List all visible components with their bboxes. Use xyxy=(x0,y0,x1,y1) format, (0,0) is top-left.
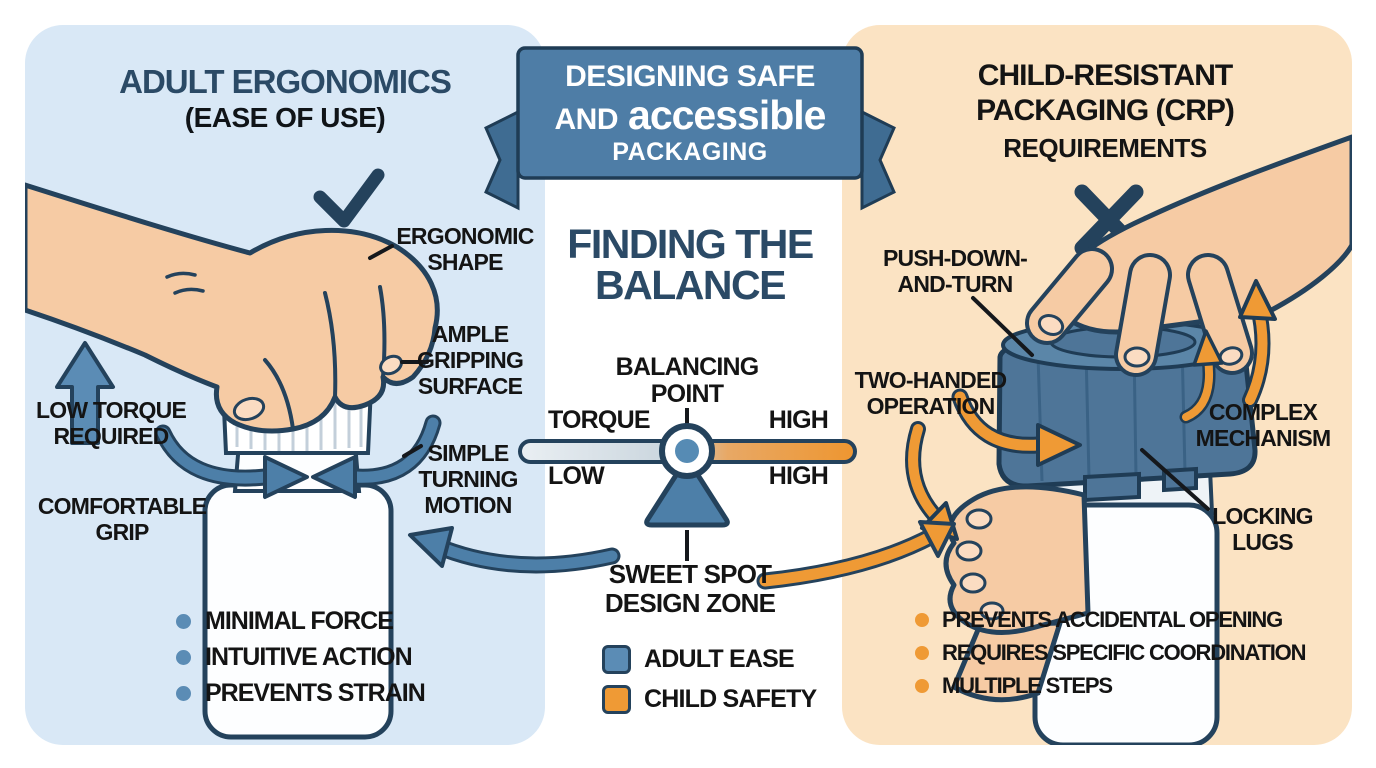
list-item: MULTIPLE STEPS xyxy=(915,673,1305,699)
callout-simple-turning: SIMPLE TURNING MOTION xyxy=(418,440,518,518)
callout-two-handed: TWO-HANDED OPERATION xyxy=(854,367,1008,419)
banner-line1: DESIGNING SAFE xyxy=(565,59,815,93)
child-safety-swatch xyxy=(602,685,631,714)
bullet-dot-icon xyxy=(915,646,929,660)
bullet-text: INTUITIVE ACTION xyxy=(205,643,413,671)
bullet-dot-icon xyxy=(915,679,929,693)
bullet-text: PREVENTS STRAIN xyxy=(205,679,426,707)
list-item: INTUITIVE ACTION xyxy=(176,643,425,672)
right-panel-subtitle: REQUIREMENTS xyxy=(1003,133,1207,163)
balancing-point-label: BALANCING POINT xyxy=(615,353,760,408)
right-bullet-list: PREVENTS ACCIDENTAL OPENING REQUIRES SPE… xyxy=(915,607,1306,706)
list-item: REQUIRES SPECIFIC COORDINATION xyxy=(915,640,1306,666)
callout-locking-lugs: LOCKING LUGS xyxy=(1212,503,1313,555)
callout-comfortable-grip: COMFORTABLE GRIP xyxy=(37,493,207,545)
right-panel-title: CHILD-RESISTANT PACKAGING (CRP) xyxy=(976,59,1235,128)
bullet-text: MULTIPLE STEPS xyxy=(942,673,1113,698)
bullet-text: PREVENTS ACCIDENTAL OPENING xyxy=(942,607,1283,632)
banner: DESIGNING SAFE AND accessible PACKAGING xyxy=(520,54,860,172)
legend-label: CHILD SAFETY xyxy=(644,685,817,713)
callout-low-torque: LOW TORQUE REQUIRED xyxy=(35,397,187,449)
left-panel-title: ADULT ERGONOMICS xyxy=(119,63,452,100)
callout-complex-mechanism: COMPLEX MECHANISM xyxy=(1195,399,1331,451)
left-panel-subtitle: (EASE OF USE) xyxy=(184,102,386,133)
banner-line2: AND accessible xyxy=(554,91,827,139)
list-item: MINIMAL FORCE xyxy=(176,607,425,636)
bullet-dot-icon xyxy=(176,614,191,629)
callout-push-down: PUSH-DOWN- AND-TURN xyxy=(882,245,1028,297)
callout-ergonomic-shape: ERGONOMIC SHAPE xyxy=(396,223,534,275)
callout-ample-gripping: AMPLE GRIPPING SURFACE xyxy=(416,321,524,399)
seesaw-label-high-bottom: HIGH xyxy=(768,462,829,490)
sweet-spot-label: SWEET SPOT DESIGN ZONE xyxy=(604,559,776,618)
bullet-dot-icon xyxy=(915,613,929,627)
seesaw-label-torque: TORQUE xyxy=(548,406,651,434)
legend-row-child-safety: CHILD SAFETY xyxy=(602,685,817,714)
list-item: PREVENTS ACCIDENTAL OPENING xyxy=(915,607,1305,633)
seesaw-label-high-top: HIGH xyxy=(768,406,829,434)
bullet-text: MINIMAL FORCE xyxy=(205,607,394,635)
adult-ease-swatch xyxy=(602,645,631,674)
banner-and: AND xyxy=(554,102,619,136)
banner-line3: PACKAGING xyxy=(612,137,768,166)
bullet-text: REQUIRES SPECIFIC COORDINATION xyxy=(942,640,1306,665)
left-bullet-list: MINIMAL FORCE INTUITIVE ACTION PREVENTS … xyxy=(176,607,426,715)
legend-label: ADULT EASE xyxy=(644,645,795,673)
list-item: PREVENTS STRAIN xyxy=(176,679,426,708)
legend-row-adult-ease: ADULT EASE xyxy=(602,645,795,674)
center-heading: FINDING THE BALANCE xyxy=(567,221,814,308)
seesaw-label-low: LOW xyxy=(548,462,605,490)
bullet-dot-icon xyxy=(176,650,191,665)
banner-accessible: accessible xyxy=(628,91,826,138)
bullet-dot-icon xyxy=(176,686,191,701)
